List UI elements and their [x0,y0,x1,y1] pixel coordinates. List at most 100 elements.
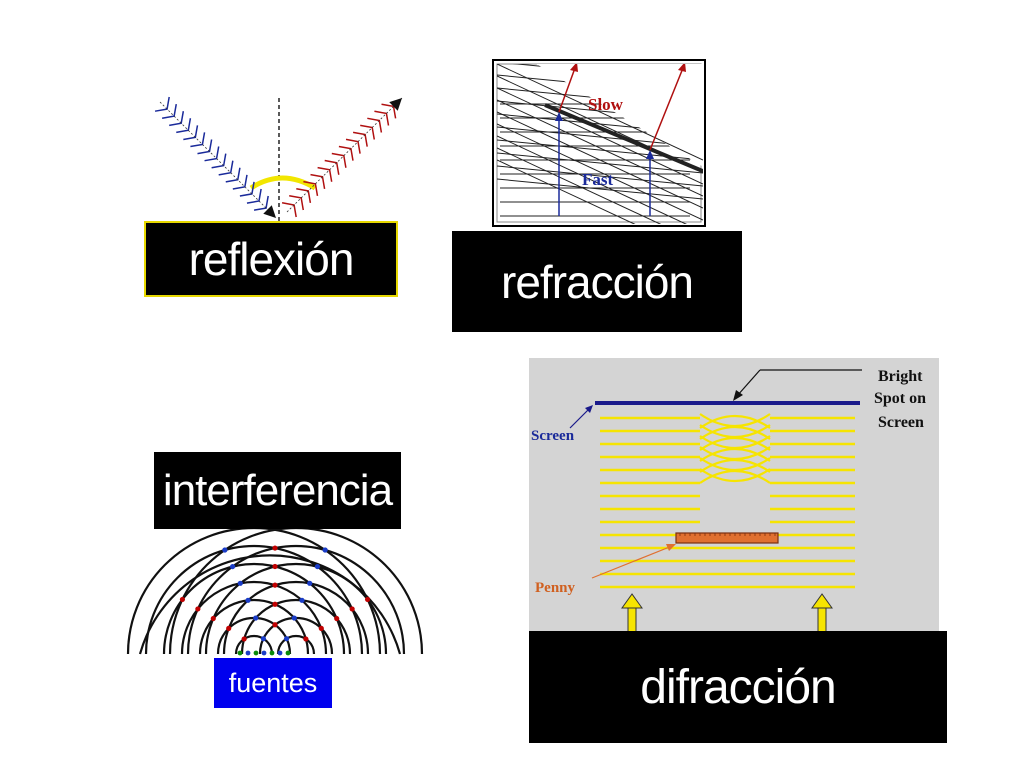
node-dot [272,601,278,607]
diffracted-wave [699,446,771,460]
bright-spot-text-2: Spot on [874,390,926,407]
slow-wavefront [497,159,636,224]
ray-arrow [570,64,578,72]
node-dot [272,582,278,588]
ray-arrow [678,64,686,72]
fuentes-label: fuentes [214,658,332,708]
reflected-wave-axis [286,97,403,213]
source-dot [285,650,291,656]
penny-shape [675,532,779,544]
node-dot [283,636,290,642]
reflexion-label: reflexión [144,221,398,297]
incident-wave-arrowhead [263,205,276,218]
wave-arc [162,562,346,655]
diffracted-wave [699,459,771,473]
ray-arrow [555,112,563,121]
wave-arc [138,554,402,655]
difraccion-label: difracción [529,631,947,743]
incoming-wave-arrowhead [621,593,643,609]
diffracted-wave [699,426,771,440]
source-dot [261,650,267,656]
wave-arc [198,598,310,655]
refraccion-label: refracción [452,231,742,332]
node-dot [253,615,259,621]
diffracted-wave [699,457,771,471]
node-dot [314,563,321,570]
slow-wavefront [497,87,703,185]
slow-wavefront [497,178,703,200]
diffracted-wave [699,468,771,482]
node-dot [349,606,355,612]
diffracted-wave [699,437,771,451]
source-dot [253,650,259,656]
screen-pointer [569,408,590,429]
diffracted-wave [699,448,771,462]
fast-text: Fast [582,170,614,189]
node-dot [318,625,324,631]
bright-spot-text-3: Screen [878,414,924,431]
diffracted-wave [699,435,771,449]
penny-arrowhead [666,544,676,551]
penny-pointer [591,545,673,579]
source-dot [237,650,243,656]
node-dot [334,615,340,622]
source-dot [269,650,275,656]
node-dot [195,606,201,612]
slow-wavefront [497,147,662,224]
node-dot [229,563,236,570]
wave-arc [240,598,352,655]
slow-wavefront [497,165,703,187]
diffracted-wave [699,470,771,484]
screen-text: Screen [531,428,575,444]
incident-wave-axis [159,101,277,219]
node-dot [272,563,278,570]
node-dot [179,596,186,603]
node-dot [299,597,305,603]
node-dot [364,596,371,603]
bright-spot-text-1: Bright [878,368,923,385]
diffracted-wave [699,424,771,438]
node-dot [272,622,278,628]
node-dot [291,615,297,621]
ray-slow-left [558,67,576,113]
wave-arc [186,544,406,655]
wave-arc [204,562,388,655]
slow-wavefront [497,111,703,209]
node-dot [303,636,309,642]
slow-wavefront [497,152,703,174]
angle-arc [249,175,317,191]
wave-arc [276,634,316,655]
node-dot [241,636,247,642]
reflected-wave-arrowhead [389,98,402,111]
ray-slow-right [649,67,684,151]
node-dot [226,625,232,631]
slow-wavefront [497,64,703,161]
node-dot [272,545,278,551]
source-dot [277,650,283,656]
node-dot [322,547,328,553]
interferencia-label: interferencia [154,452,401,529]
wave-arc [222,580,370,655]
wave-arc [180,580,328,655]
incoming-wave-arrowhead [811,593,833,609]
source-dot [245,650,251,656]
slow-wavefront [497,99,703,197]
boundary-line [544,103,703,174]
node-dot [307,580,313,586]
node-dot [245,597,251,603]
diffracted-wave [699,415,771,429]
node-dot [210,615,216,622]
diffracted-wave [699,413,771,427]
node-dot [260,636,267,642]
wave-arc [234,634,274,655]
screen-arrowhead [585,405,593,413]
penny-text: Penny [535,580,576,596]
slow-wavefront [497,123,703,221]
ray-arrow [646,150,654,159]
slow-wavefront [497,135,688,224]
bright-spot-arrowhead [733,390,743,401]
